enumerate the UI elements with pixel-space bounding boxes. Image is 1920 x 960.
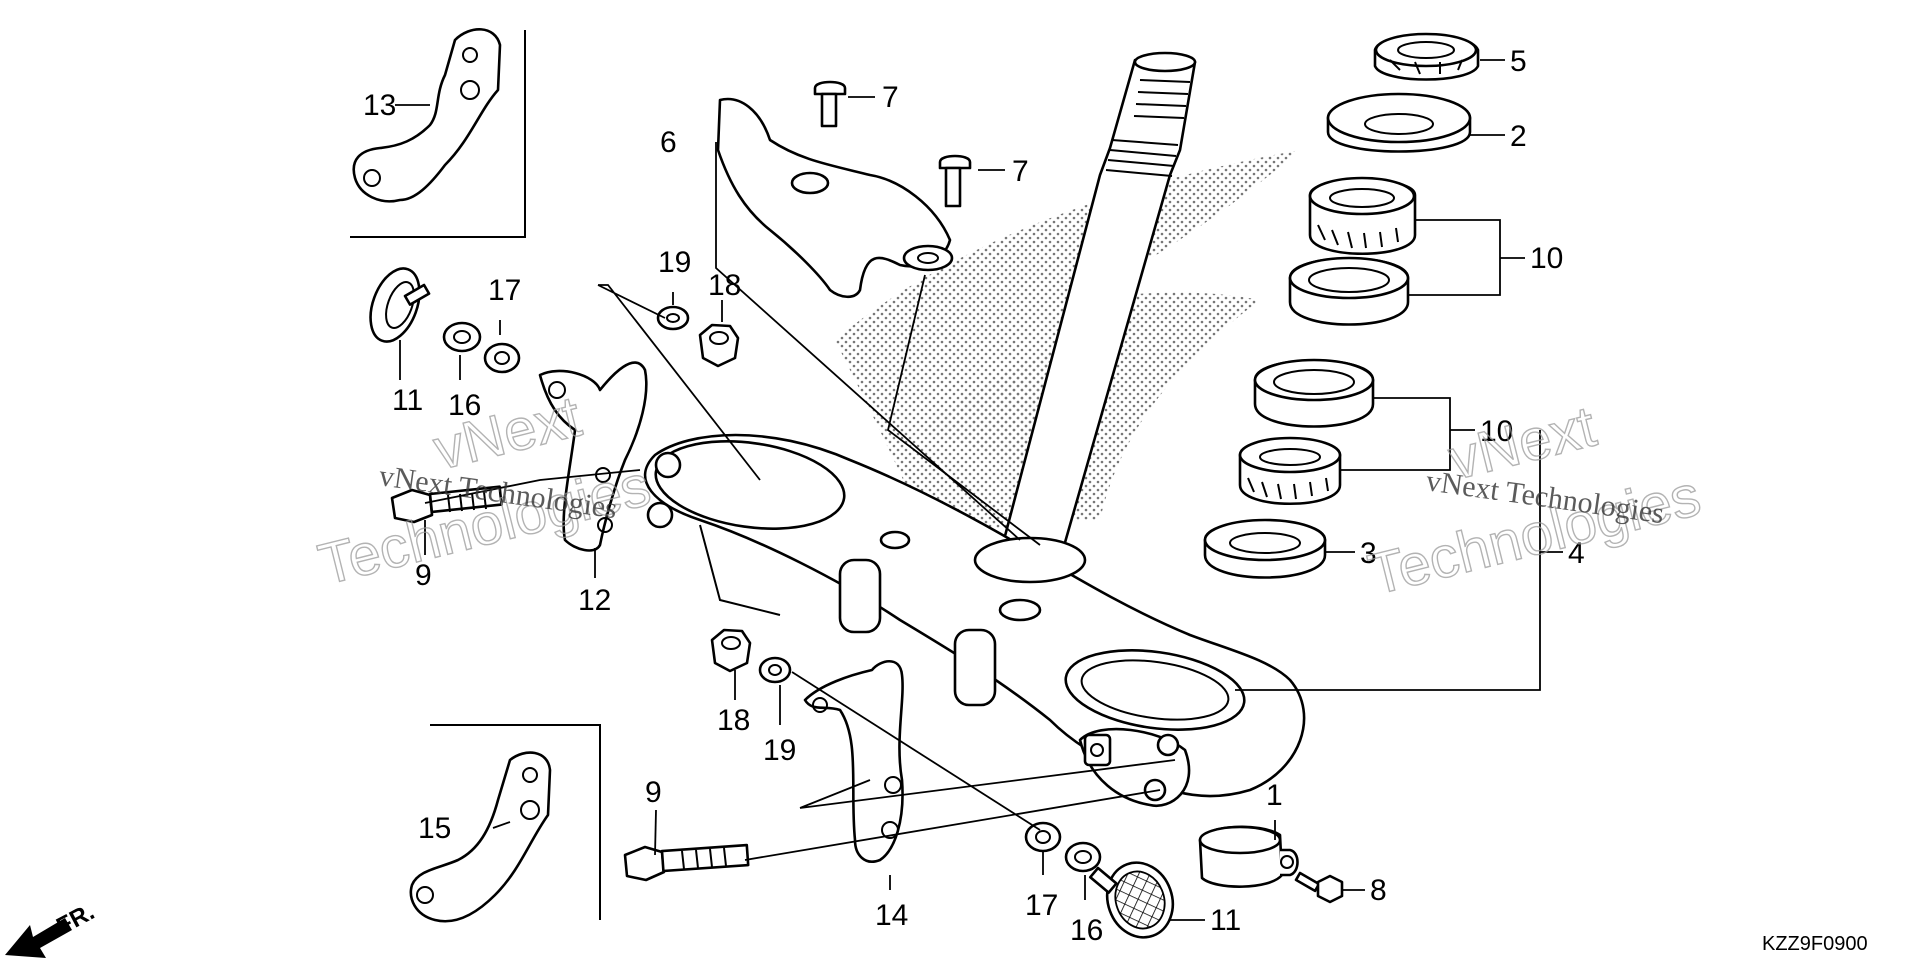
- label-2: 2: [1510, 120, 1527, 153]
- bolt-9-bottom: [623, 843, 750, 882]
- label-17-top: 17: [488, 274, 521, 307]
- label-5: 5: [1510, 45, 1527, 78]
- label-18-top: 18: [708, 269, 741, 302]
- washer-17-top: [483, 342, 521, 374]
- label-18-bottom: 18: [717, 704, 750, 737]
- label-11-bottom: 11: [1210, 904, 1241, 937]
- rubber-cap-11-bottom: [1088, 861, 1175, 939]
- dust-seal-5: [1373, 32, 1480, 81]
- label-3: 3: [1360, 537, 1377, 570]
- label-10-upper: 10: [1530, 242, 1563, 275]
- label-13: 13: [363, 89, 396, 122]
- clamp-1: [1198, 825, 1299, 888]
- label-16-bottom: 16: [1070, 914, 1103, 947]
- nut-18-bottom: [710, 628, 752, 673]
- arrow-icon: [5, 918, 72, 958]
- screw-7-top: [813, 80, 847, 128]
- label-19-top: 19: [658, 246, 691, 279]
- front-direction-arrow: FR.: [5, 898, 99, 958]
- label-7-top: 7: [882, 81, 899, 114]
- watermark-right: vNext Technologies vNext Technologies: [1362, 393, 1708, 608]
- label-19-bottom: 19: [763, 734, 796, 767]
- upper-cover: [716, 97, 954, 299]
- nut-18-top: [698, 323, 740, 368]
- label-4: 4: [1568, 537, 1585, 570]
- lower-bearing-10: [1238, 436, 1342, 505]
- bracket-14: [803, 659, 904, 863]
- upper-bearing-10: [1308, 176, 1417, 255]
- bolt-9-top: [390, 485, 503, 524]
- label-16-top: 16: [448, 389, 481, 422]
- washer-17-bottom: [1024, 821, 1062, 853]
- lower-dust-seal-3: [1203, 518, 1327, 579]
- label-11-top: 11: [392, 384, 423, 417]
- label-15: 15: [418, 812, 451, 845]
- rubber-cap-11-top: [369, 267, 431, 343]
- label-17-bottom: 17: [1025, 889, 1058, 922]
- inset-frame-13: [350, 28, 526, 238]
- label-14: 14: [875, 899, 908, 932]
- callout-labels: 5 2 10 10 3 4 1 8 11 16 17 14 9 18 19 15…: [363, 45, 1585, 947]
- inset-frame-15: [409, 724, 601, 923]
- bolt-8: [1294, 871, 1344, 904]
- bracket-12: [538, 361, 648, 552]
- label-1: 1: [1266, 779, 1283, 812]
- leader-lines: [395, 59, 1563, 921]
- collar-16-top: [442, 321, 482, 353]
- upper-cone-race-2: [1326, 92, 1472, 153]
- label-10-lower: 10: [1480, 415, 1513, 448]
- collar-16-bottom: [1064, 841, 1102, 873]
- label-8: 8: [1370, 874, 1387, 907]
- screw-7-right: [938, 154, 972, 208]
- label-12: 12: [578, 584, 611, 617]
- top-bridge: [643, 433, 1306, 808]
- lower-outer-race-10: [1253, 358, 1375, 428]
- label-6: 6: [660, 126, 677, 159]
- upper-outer-race-10: [1288, 256, 1410, 326]
- diagram-code: KZZ9F0900: [1762, 933, 1868, 955]
- washer-19-bottom: [758, 656, 792, 684]
- label-9-bottom: 9: [645, 776, 662, 809]
- label-9-top: 9: [415, 559, 432, 592]
- washer-19-top: [656, 305, 690, 331]
- label-7-right: 7: [1012, 155, 1029, 188]
